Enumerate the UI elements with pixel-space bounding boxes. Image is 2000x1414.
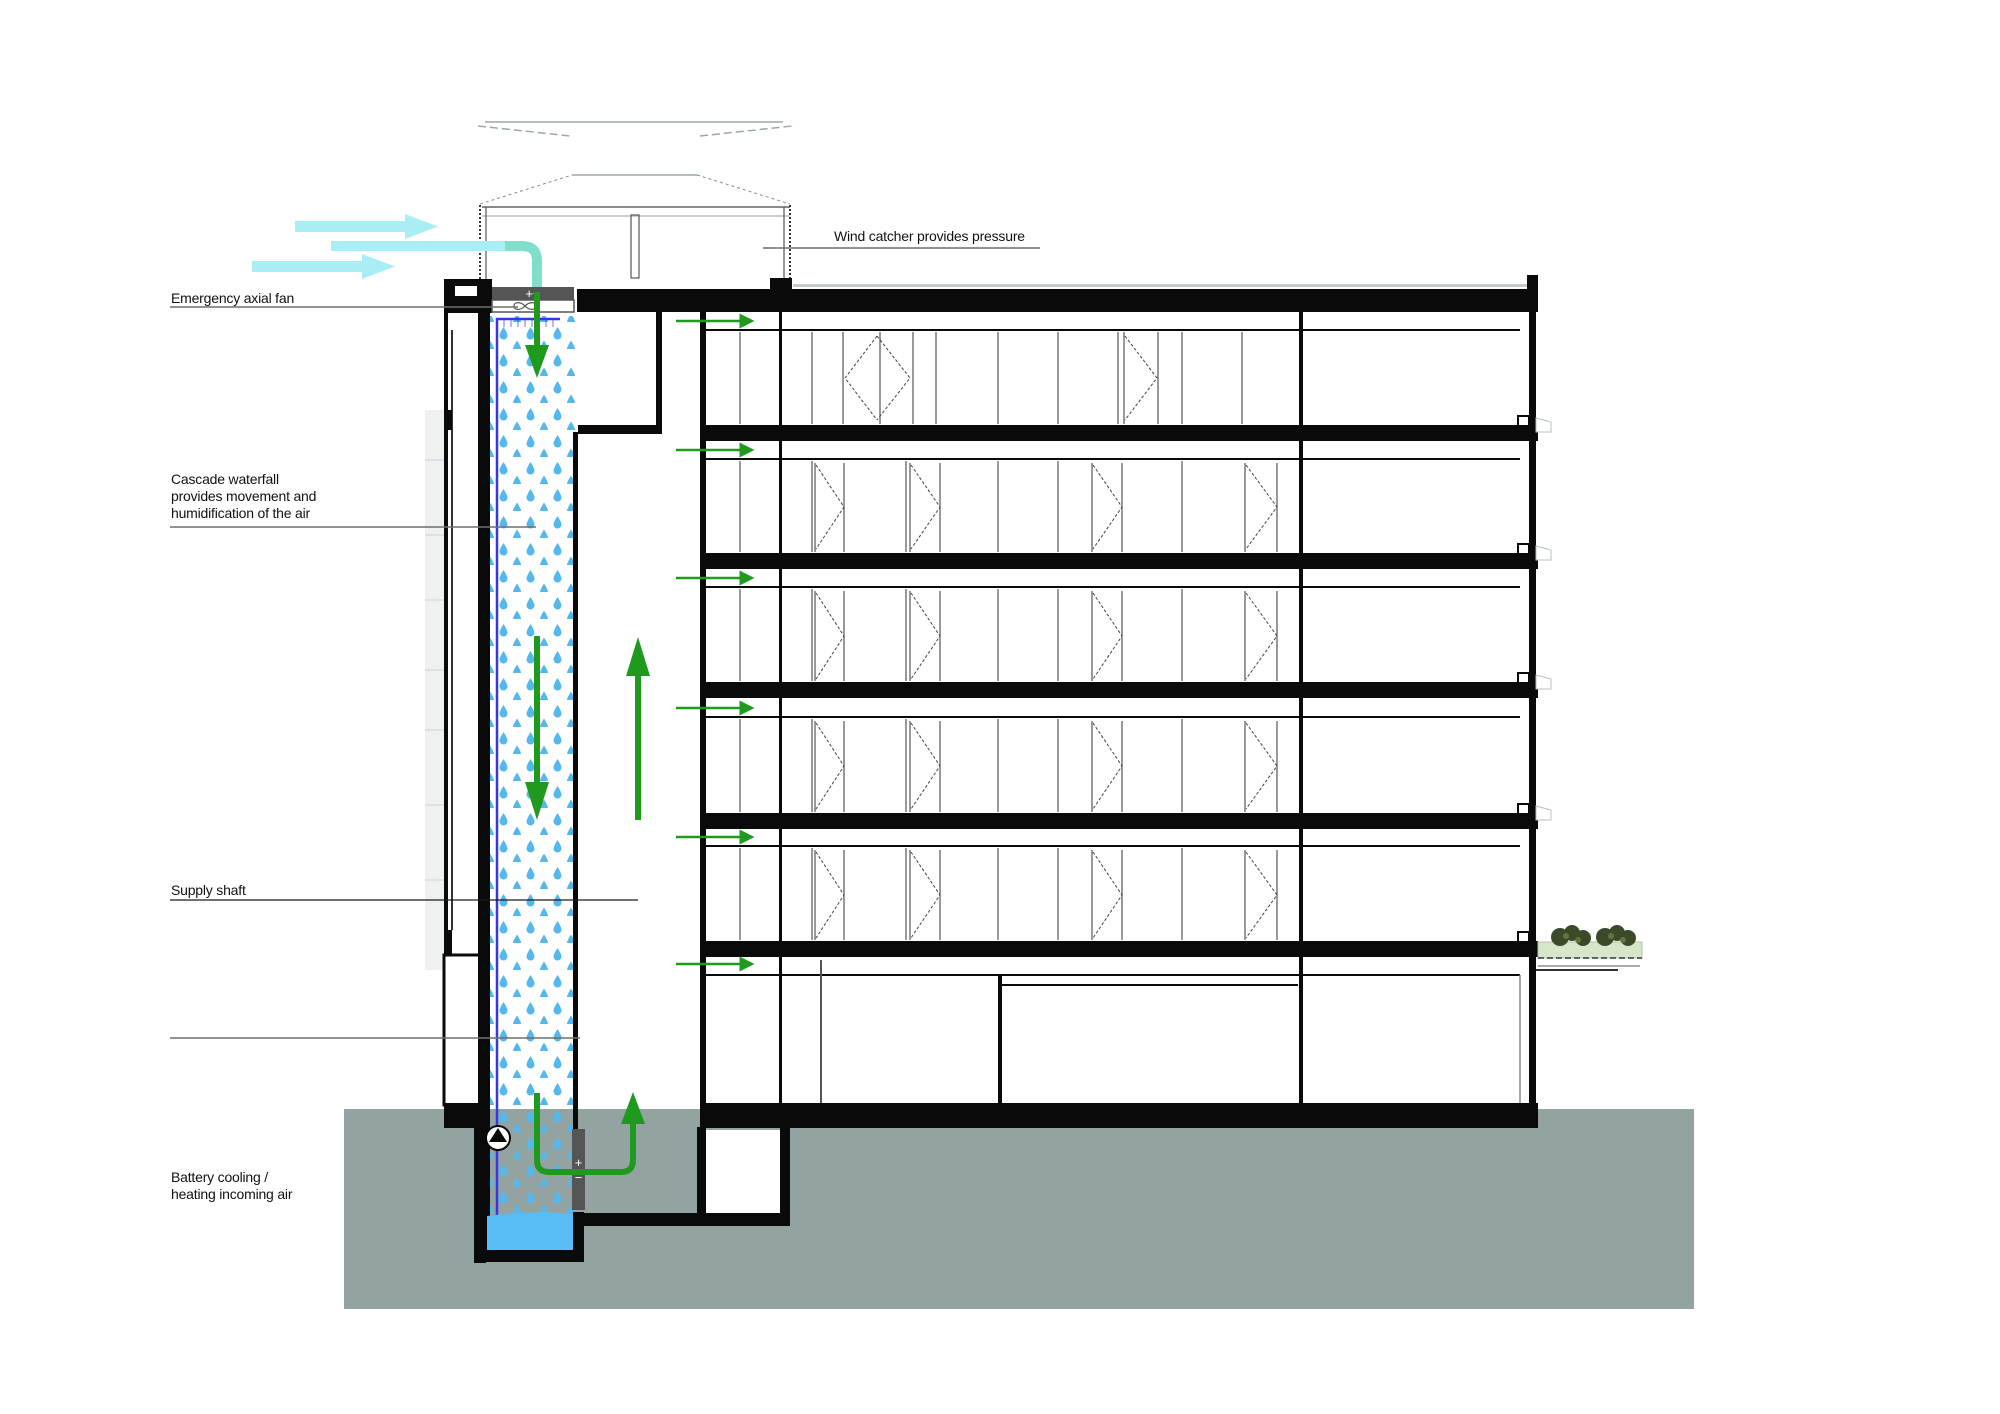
- incoming-air-arrows: [252, 214, 542, 292]
- floor-slab-1: [700, 941, 1538, 957]
- ground-floor-slab: [700, 1103, 1538, 1128]
- floor-slab-5: [700, 425, 1538, 441]
- left-facade: [425, 312, 486, 1107]
- roof-slab: [577, 289, 1538, 312]
- label-cascade-waterfall: Cascade waterfall provides movement and …: [171, 471, 317, 521]
- label-wind-catcher: Wind catcher provides pressure: [834, 228, 1025, 244]
- leader-lines: [170, 247, 1040, 1039]
- label-supply-shaft: Supply shaft: [171, 882, 246, 898]
- floor-supply-arrows: [676, 313, 755, 972]
- label-emergency-axial-fan: Emergency axial fan: [171, 290, 295, 306]
- cascade-waterfall-shaft: [444, 312, 662, 1263]
- right-exterior-wall: [1529, 276, 1536, 1128]
- floor-slab-3: [700, 682, 1538, 698]
- airflow-arrows: [525, 292, 650, 1175]
- battery-minus-sign: −: [575, 1170, 583, 1185]
- green-planter: [1536, 925, 1643, 971]
- floor-slab-2: [700, 813, 1538, 829]
- floors: [700, 276, 1552, 1217]
- label-battery-cooling: Battery cooling / heating incoming air: [171, 1169, 293, 1202]
- battery-plus-sign: +: [575, 1155, 583, 1170]
- emergency-axial-fan: +−: [491, 286, 575, 313]
- wind-catcher: [477, 121, 793, 282]
- water-pool: [487, 1212, 573, 1250]
- floor-slab-4: [700, 553, 1538, 569]
- pump-icon: [485, 1125, 511, 1151]
